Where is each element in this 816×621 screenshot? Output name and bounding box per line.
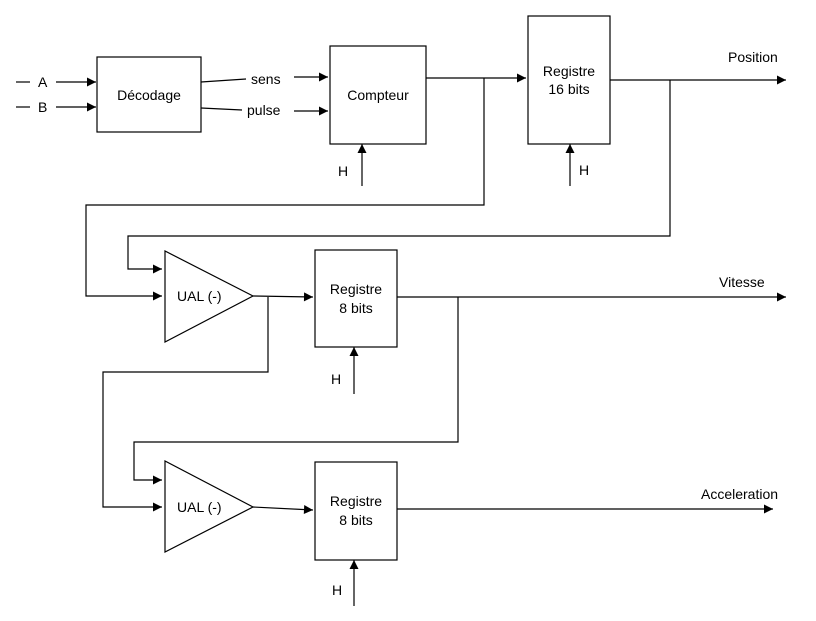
registre8-acceleration-label-line2: 8 bits [339, 512, 372, 528]
ual1-to-registre-vitesse-arrow [252, 292, 314, 302]
registre16-label-line1: Registre [543, 63, 595, 79]
ual1-label: UAL (-) [177, 288, 222, 304]
compteur-label: Compteur [347, 87, 409, 103]
decodage-block [96, 56, 202, 133]
registre8-vitesse-block [314, 249, 398, 348]
acceleration-output-label: Acceleration [701, 486, 778, 502]
registre8-vitesse-clock-label: H [331, 371, 341, 387]
compteur-block [329, 45, 427, 145]
ual2-label: UAL (-) [177, 499, 222, 515]
count-feedback-to-ual1-wire [85, 78, 485, 301]
vitesse-output-label: Vitesse [719, 274, 765, 290]
decodage-label: Décodage [117, 87, 181, 103]
pulse-label: pulse [247, 102, 281, 118]
registre16-clock-label: H [579, 162, 589, 178]
ual1-feedback-to-ual2-wire [102, 297, 269, 512]
input-b-label: B [38, 99, 47, 115]
registre16-block [527, 15, 611, 145]
input-a-label: A [38, 74, 48, 90]
ual2-block [164, 460, 255, 553]
registre8-acceleration-clock-label: H [332, 582, 342, 598]
registre16-label-line2: 16 bits [548, 81, 589, 97]
registre8-acceleration-block [314, 461, 398, 561]
pulse-wire [200, 107, 243, 111]
registre8-vitesse-label-line2: 8 bits [339, 300, 372, 316]
sens-label: sens [251, 71, 281, 87]
ual2-to-registre-acceleration-arrow [252, 505, 314, 515]
position-output-label: Position [728, 49, 778, 65]
sens-wire [200, 78, 247, 83]
ual1-block [164, 250, 255, 343]
registre8-vitesse-label-line1: Registre [330, 281, 382, 297]
position-feedback-to-ual1-wire [127, 80, 671, 274]
compteur-clock-label: H [338, 163, 348, 179]
vitesse-feedback-to-ual2-wire [133, 297, 459, 485]
registre8-acceleration-label-line1: Registre [330, 493, 382, 509]
